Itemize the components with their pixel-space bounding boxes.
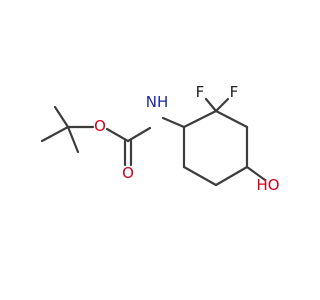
bond-ring-c4-c5: [214, 165, 249, 187]
bond-c4-to-hydroxyl: [245, 165, 267, 182]
bond-ring-c5-c6: [182, 165, 218, 187]
bond-tbu-methyl-top: [53, 105, 70, 129]
bond-ester-oxygen-to-carbonyl: [105, 127, 130, 143]
bond-tbu-methyl-left: [40, 125, 70, 143]
atom-amine-nitrogen: NH: [146, 93, 169, 111]
bond-carbonyl-to-nitrogen: [126, 126, 152, 143]
atom-hydroxyl: HO: [256, 176, 279, 194]
bond-nitrogen-to-ring: [161, 116, 186, 129]
bond-ring-c1-c2: [182, 109, 218, 129]
bond-ring-c2-c3: [214, 109, 249, 129]
atom-ester-oxygen: O: [94, 117, 106, 135]
bond-tbu-methyl-bottom: [66, 125, 80, 154]
atom-fluorine-2: F: [230, 83, 239, 101]
chemical-structure-diagram: O O NH F F HO: [40, 83, 280, 194]
bond-c2-to-fluorine-1: [204, 97, 218, 113]
atom-carbonyl-oxygen: O: [122, 164, 134, 182]
bond-c2-to-fluorine-2: [214, 97, 230, 113]
atom-fluorine-1: F: [196, 83, 205, 101]
